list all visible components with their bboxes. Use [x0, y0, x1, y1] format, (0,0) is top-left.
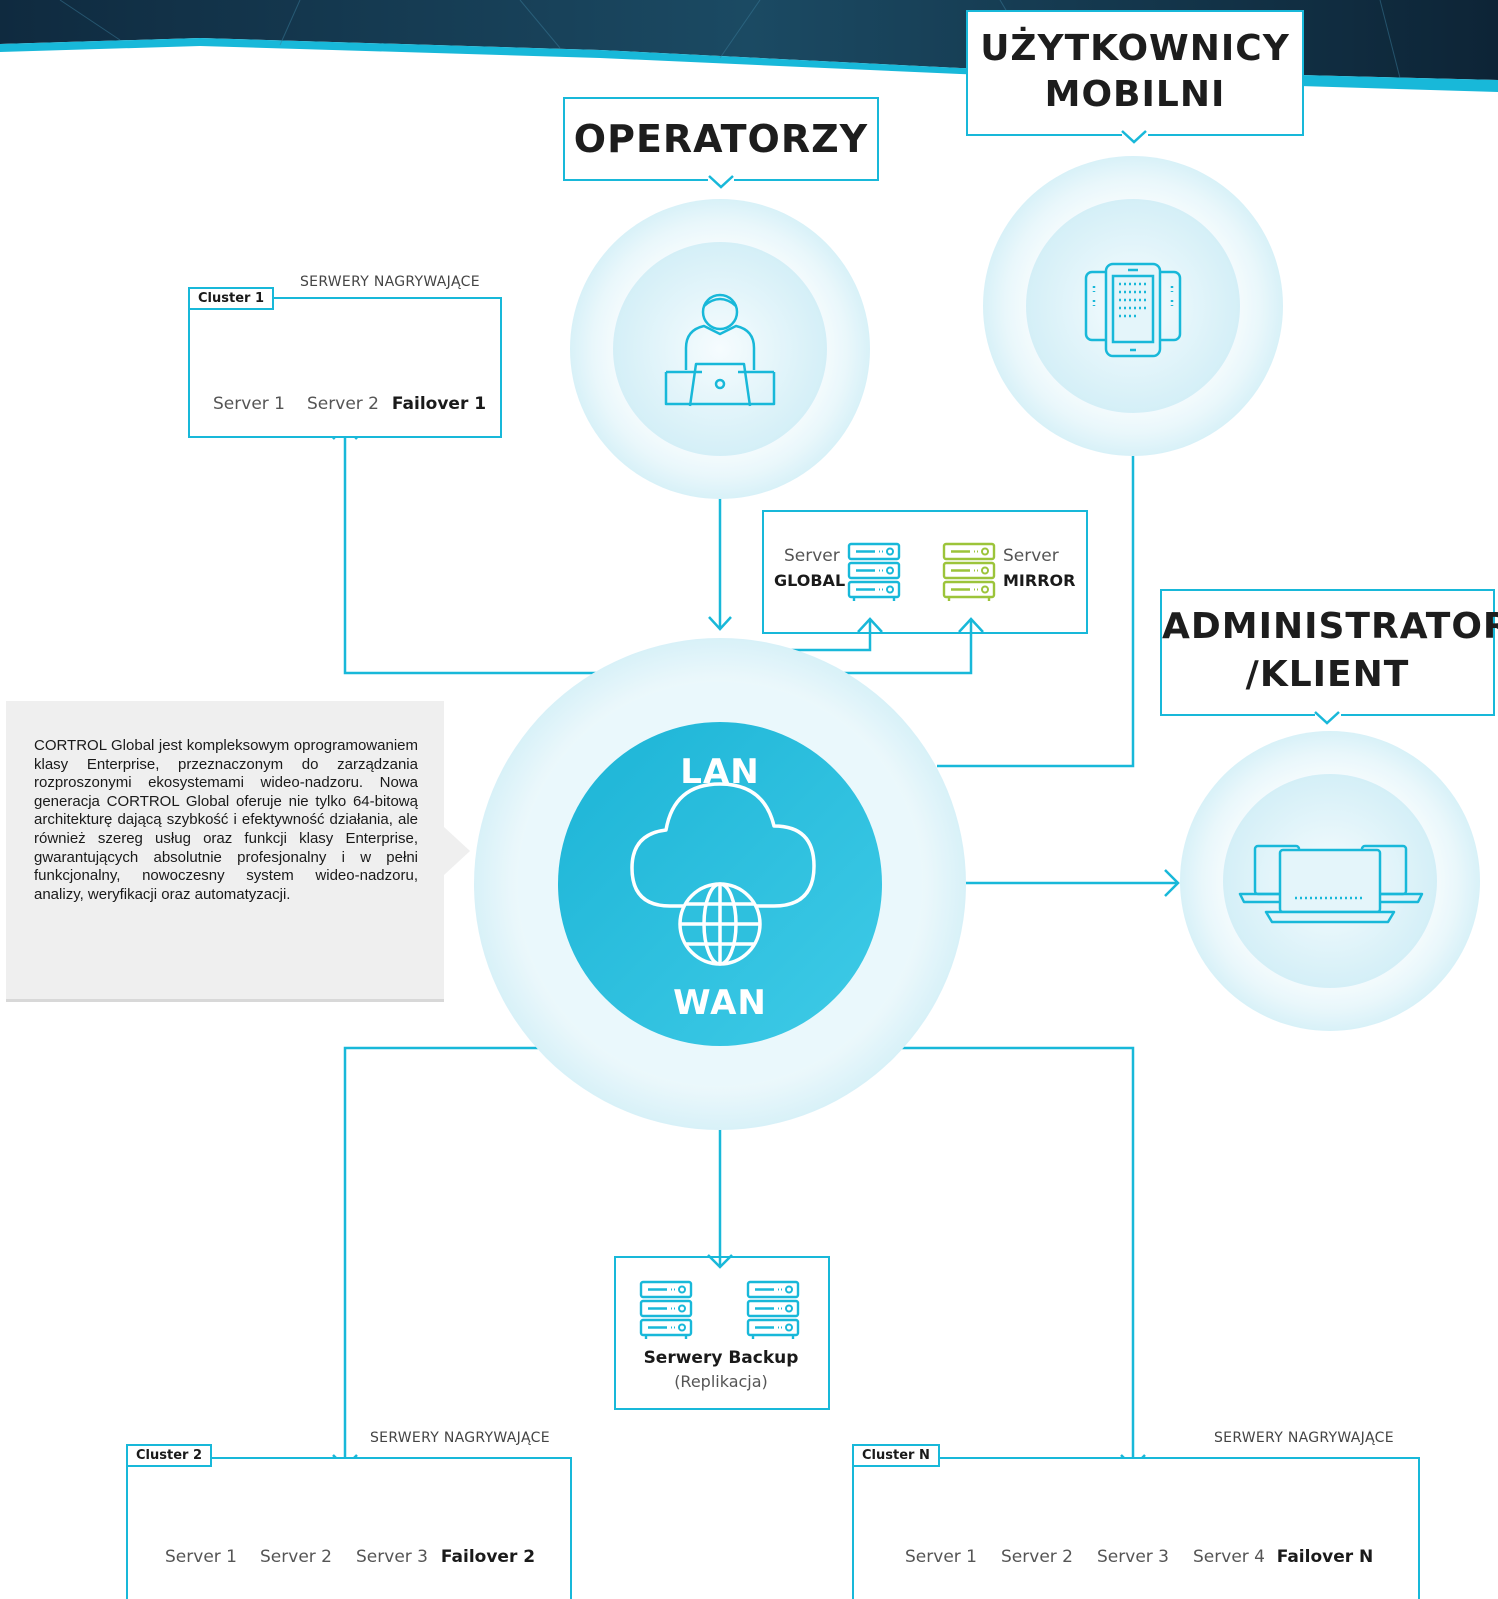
clusterN-server-2: Server 2 — [1001, 1547, 1073, 1567]
admin-label: ADMINISTRATOR /KLIENT — [1160, 589, 1498, 716]
mirror-prefix: Server — [1003, 546, 1059, 566]
description-panel: CORTROL Global jest kompleksowym oprogra… — [6, 701, 470, 1002]
global-prefix: Server — [784, 546, 840, 566]
clusterN-server-4: Server 4 — [1193, 1547, 1265, 1567]
clusterN-failover: Failover N — [1276, 1547, 1374, 1567]
clusterN-connector — [902, 1046, 1135, 1467]
cluster1-server-2: Server 2 — [307, 394, 379, 414]
cluster2-box — [126, 1457, 572, 1599]
cluster1-connector — [343, 428, 600, 675]
global-mirror-box — [762, 510, 1088, 634]
global-name: GLOBAL — [774, 571, 846, 590]
mobile-label: UŻYTKOWNICY MOBILNI — [966, 10, 1304, 136]
operators-node — [570, 199, 870, 499]
cluster2-server-2: Server 2 — [260, 1547, 332, 1567]
chevron-down-icon — [1314, 711, 1340, 725]
admin-node — [1180, 731, 1480, 1031]
network-hub — [474, 638, 966, 1130]
cluster2-failover: Failover 2 — [440, 1547, 536, 1567]
cluster1-tag: Cluster 1 — [188, 287, 275, 310]
mobile-connector — [937, 456, 1135, 768]
mirror-name: MIRROR — [1003, 571, 1076, 590]
clusterN-tag: Cluster N — [852, 1444, 940, 1467]
backup-subtitle: (Replikacja) — [674, 1372, 768, 1391]
clusterN-caption: SERWERY NAGRYWAJĄCE — [1210, 1430, 1398, 1446]
cluster1-caption: SERWERY NAGRYWAJĄCE — [296, 274, 484, 290]
operator-laptop-icon — [664, 293, 776, 407]
cluster2-connector — [343, 1046, 539, 1467]
admin-title-line1: ADMINISTRATOR — [1162, 606, 1498, 647]
mobile-devices-icon — [1084, 262, 1182, 358]
description-text: CORTROL Global jest kompleksowym oprogra… — [34, 737, 418, 903]
label-notch — [708, 177, 734, 181]
cluster2-caption: SERWERY NAGRYWAJĄCE — [366, 1430, 554, 1446]
mobile-title-line2: MOBILNI — [1044, 74, 1226, 115]
operators-title: OPERATORZY — [573, 117, 869, 161]
laptops-icon — [1238, 844, 1424, 924]
cluster1-failover: Failover 1 — [391, 394, 487, 414]
backup-box — [614, 1256, 830, 1410]
cloud-globe-icon — [630, 782, 816, 966]
cluster1-server-1: Server 1 — [213, 394, 285, 414]
operators-label: OPERATORZY — [563, 97, 879, 181]
clusterN-server-3: Server 3 — [1097, 1547, 1169, 1567]
hub-wan-label: WAN — [673, 983, 767, 1023]
backup-title: Serwery Backup — [643, 1348, 799, 1368]
chevron-down-icon — [1121, 130, 1147, 144]
mirror-connector — [842, 620, 973, 675]
clusterN-box — [852, 1457, 1420, 1599]
admin-title-line2: /KLIENT — [1245, 654, 1410, 695]
mobile-title-line1: UŻYTKOWNICY — [980, 28, 1290, 69]
mobile-node — [983, 156, 1283, 456]
cluster2-tag: Cluster 2 — [126, 1444, 213, 1467]
chevron-down-icon — [708, 175, 734, 189]
label-notch — [1122, 132, 1148, 136]
cluster2-server-3: Server 3 — [356, 1547, 428, 1567]
clusterN-server-1: Server 1 — [905, 1547, 977, 1567]
panel-pointer — [444, 827, 470, 875]
label-notch — [1314, 712, 1341, 716]
cluster2-server-1: Server 1 — [165, 1547, 237, 1567]
cluster1-box — [188, 297, 502, 438]
hub-lan-label: LAN — [680, 752, 760, 792]
